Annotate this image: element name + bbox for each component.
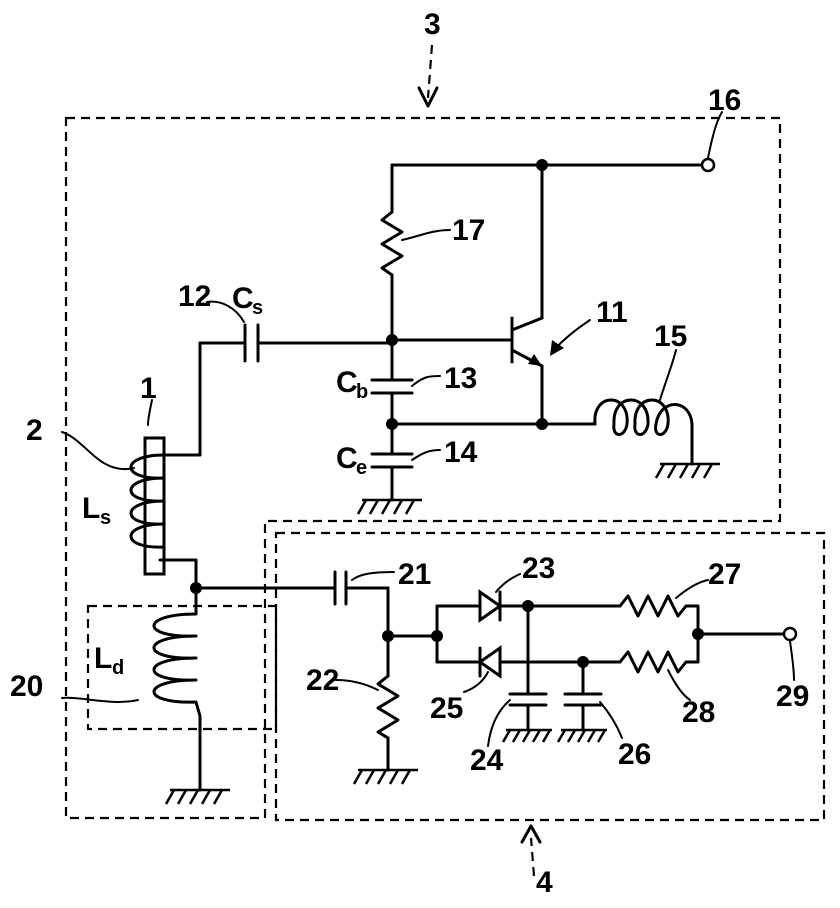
svg-text:C: C [232,282,254,315]
pointer-arrow-3 [417,44,439,108]
svg-text:L: L [94,642,112,675]
label-1: 1 [140,372,157,405]
resistor-27 [618,594,700,664]
coil-ls-2 [129,453,166,549]
label-11: 11 [596,296,628,329]
oscillator-block-outline [64,116,782,820]
pointer-arrow-4 [520,824,542,877]
symbol-cb: C b [336,366,368,403]
leader-1 [147,399,153,426]
label-25: 25 [430,692,463,725]
leader-16 [707,111,723,159]
leader-12 [206,300,245,323]
terminal-16 [700,157,716,173]
label-27: 27 [708,558,741,591]
ground-22 [352,768,418,785]
label-15: 15 [654,320,687,353]
leader-24 [487,699,511,747]
label-29: 29 [776,680,809,713]
resistor-17 [380,210,404,277]
ground-26 [556,728,607,743]
label-4: 4 [536,866,553,899]
label-14: 14 [444,436,478,469]
leader-28 [667,669,691,701]
symbol-ld: L d [94,642,124,679]
symbol-cs: C s [232,282,263,319]
leader-15 [659,349,677,401]
label-23: 23 [522,552,555,585]
svg-text:s: s [252,297,263,319]
capacitor-13-cb [370,338,414,426]
svg-text:L: L [82,492,100,525]
label-17: 17 [452,214,485,247]
svg-text:d: d [112,657,124,679]
label-2: 2 [26,414,43,447]
resistor-22 [376,674,400,740]
label-12: 12 [178,280,211,313]
leader-29 [789,640,795,681]
svg-text:C: C [336,366,358,399]
capacitor-14-ce [370,422,414,502]
label-20: 20 [10,670,43,703]
svg-text:e: e [356,457,367,479]
leader-27 [675,579,709,599]
resistor-28 [618,650,700,674]
svg-text:C: C [336,442,358,475]
junction-diodes-left [431,630,443,642]
diode-25 [435,645,622,679]
capacitor-21 [194,570,390,678]
leader-14 [411,449,441,461]
pointer-arrow-11 [550,319,591,356]
ground-15 [654,462,720,479]
leader-21 [351,571,395,581]
junction-output-node [692,628,704,640]
svg-text:s: s [100,507,111,529]
leader-26 [599,701,623,739]
junction-emitter-right [536,418,548,430]
label-22: 22 [306,664,339,697]
svg-text:b: b [356,381,368,403]
label-26: 26 [618,738,651,771]
leader-25 [463,671,489,693]
inductor-ld-block-outline [86,604,278,731]
label-3: 3 [424,8,441,41]
diode-23 [435,589,622,623]
leader-22 [335,679,379,691]
leader-20 [61,696,139,703]
leader-17 [401,229,451,241]
ground-14 [356,498,422,515]
terminal-29 [782,626,798,642]
leader-23 [495,573,521,593]
leader-13 [411,375,441,387]
symbol-ls: L s [82,492,111,529]
label-13: 13 [444,362,477,395]
wire-top-rail [390,163,710,214]
label-16: 16 [708,84,741,117]
capacitor-24 [508,604,548,732]
label-28: 28 [682,696,715,729]
inductor-ld-20 [152,586,202,792]
dielectric-rod-1 [143,436,166,576]
leader-2 [61,431,135,471]
capacitor-12-cs [198,323,394,457]
label-21: 21 [398,558,431,591]
ground-20 [164,788,230,805]
inductor-15 [593,398,694,466]
capacitor-26 [563,660,603,732]
ground-24 [501,728,552,743]
transistor-11 [390,316,544,426]
symbol-ce: C e [336,442,367,479]
label-24: 24 [470,744,504,777]
